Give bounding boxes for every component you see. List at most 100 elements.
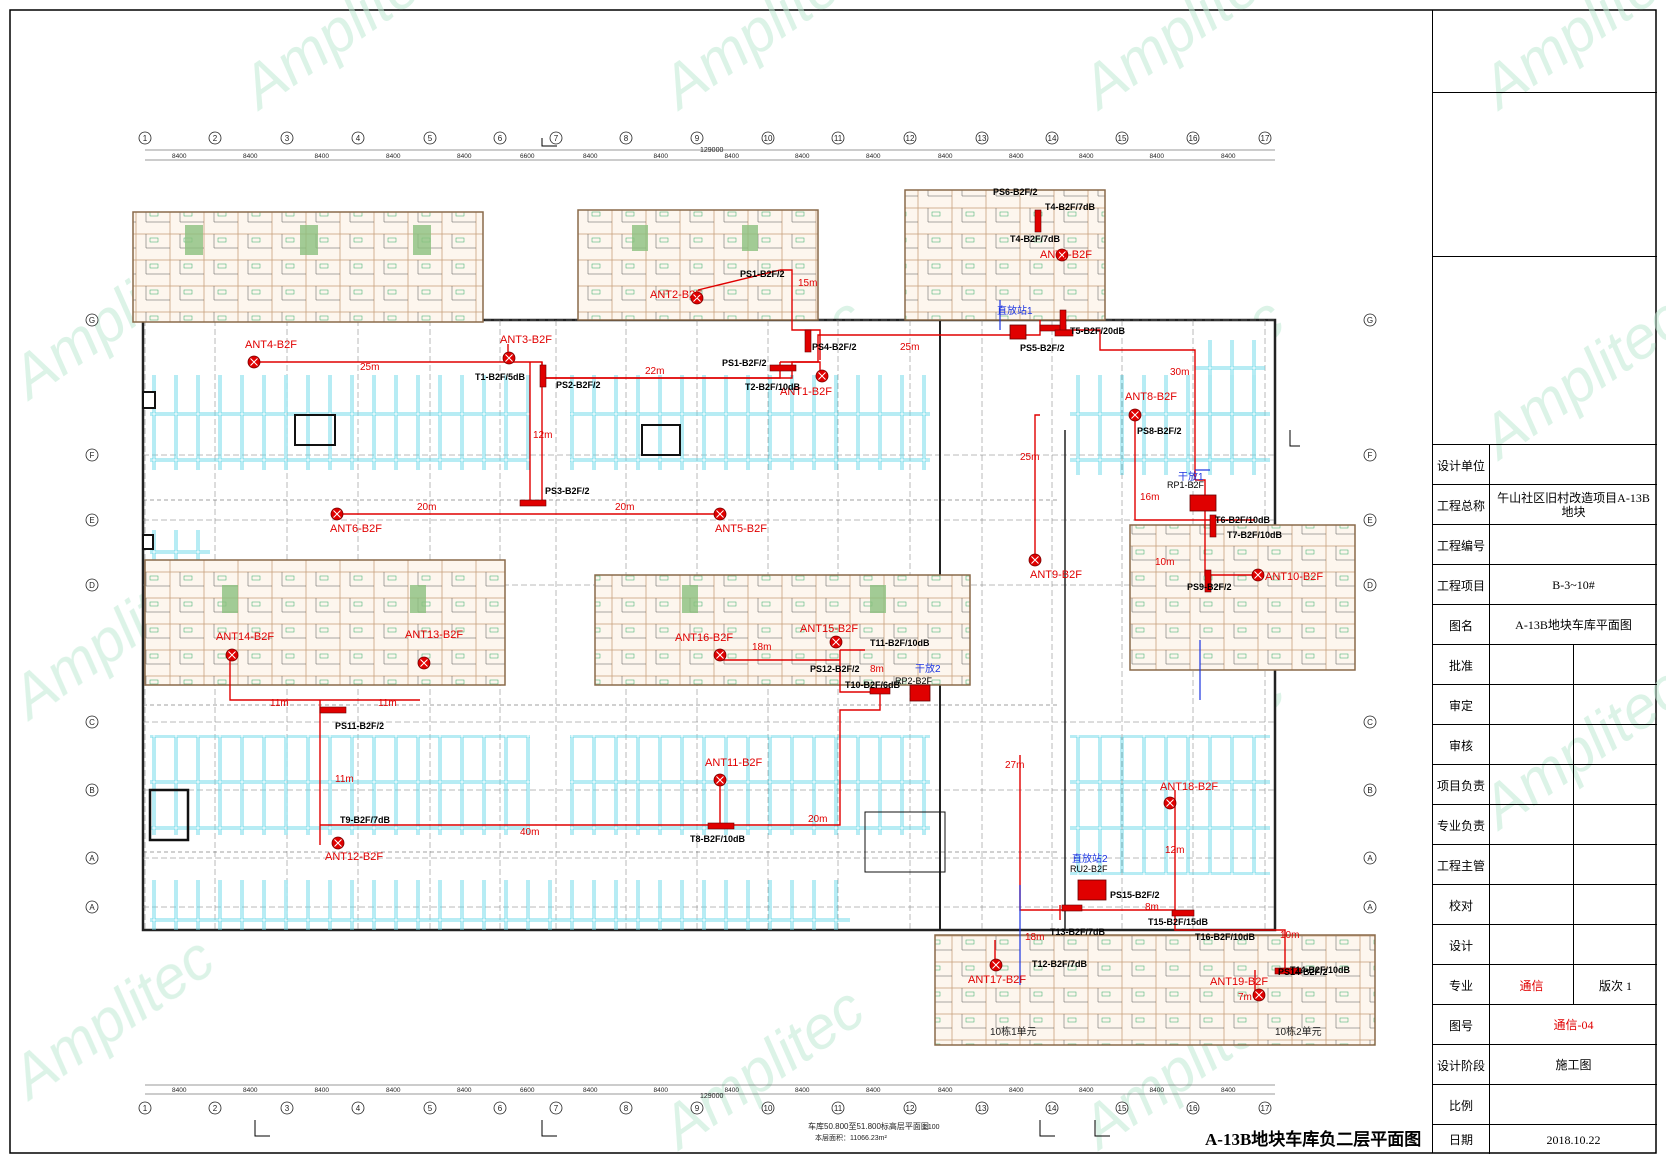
dimension-text: 8400 (243, 153, 258, 160)
axis-number: 4 (356, 134, 361, 143)
dimension-text: 8400 (315, 1087, 330, 1094)
plan-scale: 1:100 (922, 1124, 940, 1131)
dimension-text: 8400 (938, 153, 953, 160)
axis-letter: C (1367, 718, 1373, 727)
coupler-label: T13-B2F/7dB (1050, 927, 1106, 937)
tb-review: 审定 (1433, 684, 1657, 725)
antenna-10: ANT10-B2F (1251, 568, 1323, 583)
antenna-cross-icon (1254, 571, 1262, 579)
rf-device-icon (319, 706, 347, 714)
axis-number: 17 (1261, 1104, 1270, 1113)
feed-label: 干放2 (915, 662, 941, 675)
residential-blocks (132, 189, 1376, 1046)
axis-bubble (975, 131, 989, 145)
dimension-text: 8400 (1221, 1087, 1236, 1094)
antenna-3: ANT3-B2F (500, 334, 552, 365)
distance-label: 11m (335, 774, 354, 785)
axis-bubble-letter (1363, 578, 1377, 592)
axis-bubble (1115, 1101, 1129, 1115)
axis-letter: A (1367, 854, 1373, 863)
axis-number: 1 (143, 134, 148, 143)
antenna-label: ANT7-B2F (1040, 249, 1092, 261)
distance-label: 20m (417, 502, 436, 513)
antenna-7: ANT7-B2F (1040, 248, 1092, 262)
axis-bubble (208, 1101, 222, 1115)
watermark-text: Amplitec (227, 0, 456, 122)
axis-bubble (1186, 131, 1200, 145)
axis-bubble (280, 1101, 294, 1115)
coupler-label: T4-B2F/7dB (1045, 202, 1096, 212)
axis-bubble (138, 1101, 152, 1115)
axis-letter: A (89, 854, 95, 863)
axis-number: 6 (498, 134, 503, 143)
dimension-text: 8400 (795, 1087, 810, 1094)
distance-label: 16m (1140, 492, 1159, 503)
dimension-text: 8400 (243, 1087, 258, 1094)
distance-label: 8m (870, 664, 884, 675)
axis-bubble-letter (1363, 851, 1377, 865)
axis-bubble (831, 1101, 845, 1115)
antenna-15: ANT15-B2F (800, 623, 858, 649)
axis-letter: D (89, 581, 95, 590)
axis-bubble-letter (85, 448, 99, 462)
axis-bubble-letter (85, 313, 99, 327)
antenna-cross-icon (716, 776, 724, 784)
axis-bubble (549, 131, 563, 145)
splitter-label: PS6-B2F/2 (993, 187, 1038, 197)
axis-number: 9 (695, 1104, 700, 1113)
antenna-label: ANT8-B2F (1125, 391, 1177, 403)
splitter-label: PS4-B2F/2 (812, 342, 857, 352)
rf-device-icon (539, 364, 547, 388)
distance-label: 20m (615, 502, 634, 513)
axis-bubble (351, 131, 365, 145)
antenna-cross-icon (250, 358, 258, 366)
axis-letter: E (89, 516, 94, 525)
distance-label: 25m (900, 342, 919, 353)
tb-design-unit: 设计单位 (1433, 444, 1657, 485)
dimension-text: 8400 (583, 153, 598, 160)
distance-label: 20m (808, 814, 827, 825)
coupler-label: T15-B2F/15dB (1148, 917, 1209, 927)
rf-device-icon (1274, 967, 1302, 975)
coupler-label: T12-B2F/7dB (1032, 959, 1088, 969)
distance-label: 22m (645, 366, 664, 377)
section-marks (254, 138, 1300, 1137)
antenna-label: ANT10-B2F (1265, 571, 1323, 583)
distance-label: 10m (1155, 557, 1174, 568)
distance-label: 25m (360, 362, 379, 373)
building-label-1: 10栋1单元 (990, 1025, 1037, 1038)
axis-bubble-letter (1363, 313, 1377, 327)
antenna-label: ANT12-B2F (325, 851, 383, 863)
antenna-11: ANT11-B2F (705, 757, 763, 787)
axis-letter: F (1368, 451, 1373, 460)
axis-number: 8 (624, 1104, 629, 1113)
dimension-text: 8400 (172, 153, 187, 160)
dimension-text: 8400 (1221, 153, 1236, 160)
rf-device-icon (769, 364, 797, 372)
dimension-text: 8400 (725, 1087, 740, 1094)
dimension-text: 8400 (1079, 153, 1094, 160)
antenna-label: ANT15-B2F (800, 623, 858, 635)
axis-bubble (423, 1101, 437, 1115)
axis-bubble (1115, 131, 1129, 145)
coupler-label: T1-B2F/5dB (475, 372, 526, 382)
antenna-label: ANT18-B2F (1160, 781, 1218, 793)
dimension-text: 8400 (654, 1087, 669, 1094)
axis-number: 3 (285, 1104, 290, 1113)
antenna-markers: ANT1-B2FANT2-B2FANT3-B2FANT4-B2FANT5-B2F… (216, 248, 1323, 1002)
dimension-text: 8400 (725, 153, 740, 160)
distance-label: 25m (1020, 452, 1039, 463)
axis-number: 4 (356, 1104, 361, 1113)
dimension-text: 8400 (654, 153, 669, 160)
axis-number: 1 (143, 1104, 148, 1113)
antenna-cross-icon (505, 354, 513, 362)
rf-device-icon (1209, 514, 1217, 538)
rf-device-icon (1054, 329, 1074, 337)
feed-label: 直放站2 (1072, 852, 1108, 865)
antenna-label: ANT1-B2F (780, 386, 832, 398)
axis-bubble-letter (85, 900, 99, 914)
dimension-text: 8400 (1150, 1087, 1165, 1094)
